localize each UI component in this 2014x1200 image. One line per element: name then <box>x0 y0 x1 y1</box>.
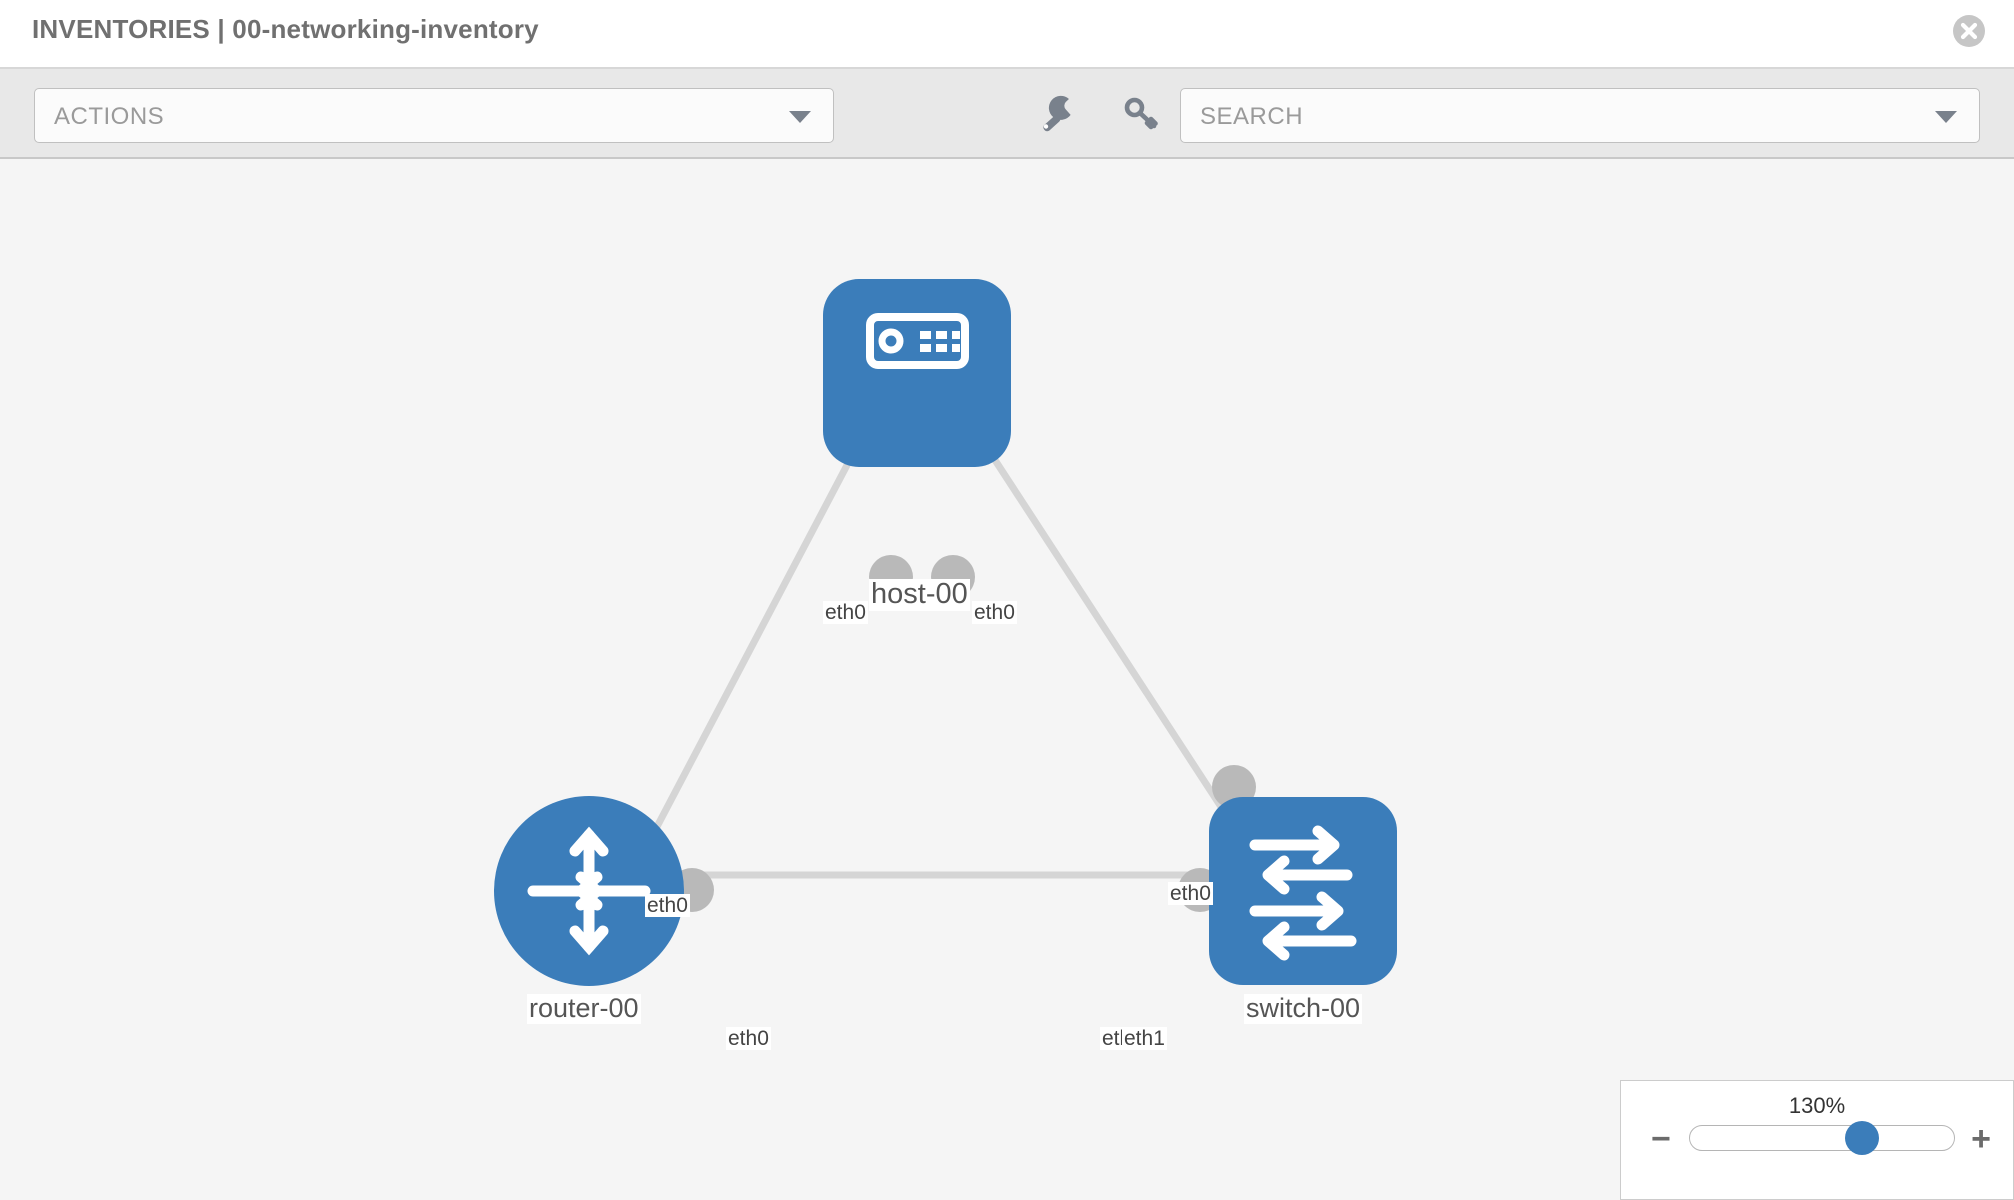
iface-label-router-right: eth0 <box>726 1027 771 1051</box>
node-label-router: router-00 <box>527 993 641 1024</box>
topology-canvas[interactable]: host-00 router-00 switch-00 eth0 eth0 et… <box>0 159 2014 1200</box>
node-router-00 <box>494 796 684 986</box>
toolbar: ACTIONS <box>0 69 2014 159</box>
wrench-icon[interactable] <box>1037 93 1079 135</box>
topology-links <box>636 389 1258 879</box>
zoom-slider-thumb[interactable] <box>1844 1121 1879 1155</box>
zoom-control-panel: 130% − + <box>1620 1080 2014 1200</box>
iface-label-router-up: eth0 <box>645 894 690 918</box>
switch-arrows-icon <box>1249 825 1357 961</box>
zoom-slider[interactable] <box>1689 1121 1955 1155</box>
toolbar-icon-group <box>1037 93 1163 135</box>
chevron-down-icon[interactable] <box>1935 110 1957 123</box>
zoom-level-value: 130% <box>1788 1093 1846 1118</box>
actions-dropdown[interactable]: ACTIONS <box>34 88 834 143</box>
zoom-in-button[interactable]: + <box>1971 1120 1991 1158</box>
key-icon[interactable] <box>1121 93 1163 135</box>
iface-label-switch-left-eth1: eth1 <box>1122 1027 1167 1051</box>
link-host-router <box>636 389 890 861</box>
server-icon <box>866 313 969 369</box>
iface-label-host-right: eth0 <box>972 601 1017 625</box>
chevron-down-icon <box>789 110 811 123</box>
page-header: INVENTORIES | 00-networking-inventory <box>0 0 2014 69</box>
page-title: INVENTORIES | 00-networking-inventory <box>32 14 539 44</box>
node-switch-00 <box>1209 797 1397 985</box>
node-host-00 <box>823 279 1011 467</box>
node-label-host: host-00 <box>869 578 970 611</box>
search-input[interactable]: SEARCH <box>1180 88 1980 143</box>
zoom-out-button[interactable]: − <box>1651 1120 1671 1158</box>
node-label-switch: switch-00 <box>1244 993 1363 1024</box>
iface-label-host-left: eth0 <box>823 601 868 625</box>
actions-dropdown-label: ACTIONS <box>54 103 165 130</box>
router-arrows-icon <box>527 826 651 956</box>
close-icon[interactable] <box>1952 14 1986 48</box>
search-placeholder: SEARCH <box>1200 103 1304 130</box>
link-host-switch <box>947 389 1258 861</box>
iface-label-switch-up: eth0 <box>1168 882 1213 906</box>
topology-graph <box>494 279 1397 986</box>
